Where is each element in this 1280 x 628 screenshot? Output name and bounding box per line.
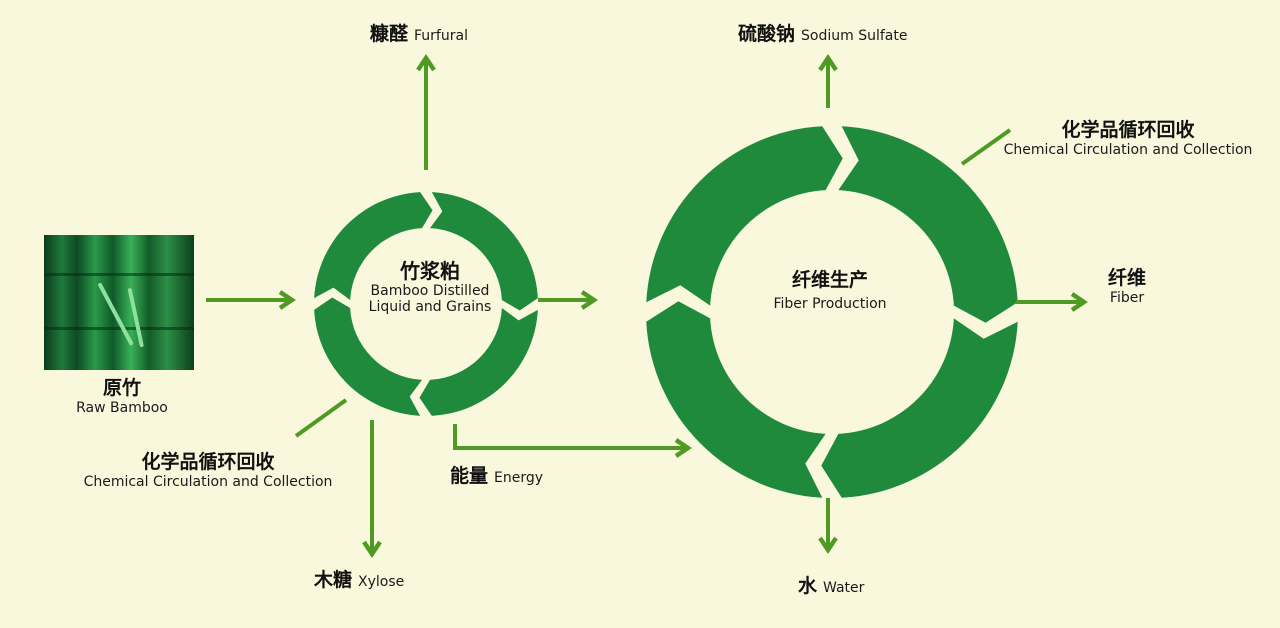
water-en: Water: [823, 580, 865, 596]
raw-bamboo-en: Raw Bamboo: [76, 399, 168, 416]
pulp-cycle-segment: [429, 192, 538, 311]
sodium-sulfate-en: Sodium Sulfate: [801, 28, 908, 44]
chem-left-zh: 化学品循环回收: [141, 451, 275, 473]
raw-bamboo-label: 原竹 Raw Bamboo: [62, 377, 182, 416]
chem-right-en: Chemical Circulation and Collection: [1003, 141, 1253, 158]
fiber-production-zh: 纤维生产: [791, 269, 868, 291]
raw-bamboo-zh: 原竹: [102, 377, 141, 399]
pulp-cycle-segment: [314, 192, 433, 301]
fiber-cycle-segment: [821, 318, 1018, 498]
raw-bamboo-image: [44, 235, 194, 370]
energy-zh: 能量: [450, 465, 489, 487]
pulp-cycle-segment: [419, 307, 538, 416]
arrow-energy: [453, 424, 692, 458]
water-label: 水 Water: [798, 575, 865, 598]
fiber-zh: 纤维: [1107, 267, 1146, 289]
chem-cycle-right-label: 化学品循环回收 Chemical Circulation and Collect…: [988, 119, 1268, 158]
water-zh: 水: [798, 575, 818, 597]
pulp-en-line2: Liquid and Grains: [368, 299, 492, 316]
sodium-sulfate-zh: 硫酸钠: [738, 23, 796, 45]
xylose-zh: 木糖: [314, 569, 353, 591]
fiber-output-label: 纤维 Fiber: [1092, 267, 1162, 306]
fiber-cycle-segment: [646, 126, 843, 306]
energy-en: Energy: [494, 470, 544, 486]
pulp-cycle-segment: [314, 297, 423, 416]
sodium-sulfate-label: 硫酸钠 Sodium Sulfate: [738, 23, 908, 46]
connector-chem-left: [294, 398, 348, 438]
fiber-cycle-label: 纤维生产 Fiber Production: [740, 269, 920, 312]
pulp-zh: 竹浆粕: [400, 259, 460, 283]
chem-right-zh: 化学品循环回收: [1061, 119, 1195, 141]
fiber-en: Fiber: [1109, 289, 1145, 306]
fiber-production-en: Fiber Production: [773, 295, 887, 312]
fiber-cycle-segment: [646, 301, 826, 498]
furfural-label: 糠醛 Furfural: [370, 23, 468, 46]
xylose-en: Xylose: [358, 574, 405, 590]
pulp-en-line1: Bamboo Distilled: [370, 283, 490, 299]
chem-left-en: Chemical Circulation and Collection: [83, 473, 333, 490]
xylose-label: 木糖 Xylose: [314, 569, 405, 592]
furfural-zh: 糠醛: [370, 23, 409, 45]
furfural-en: Furfural: [414, 28, 468, 44]
connector-chem-right: [960, 128, 1012, 166]
energy-label: 能量 Energy: [450, 465, 544, 488]
pulp-cycle-label: 竹浆粕 Bamboo Distilled Liquid and Grains: [355, 259, 505, 316]
chem-cycle-left-label: 化学品循环回收 Chemical Circulation and Collect…: [68, 451, 348, 490]
fiber-cycle-segment: [838, 126, 1018, 323]
